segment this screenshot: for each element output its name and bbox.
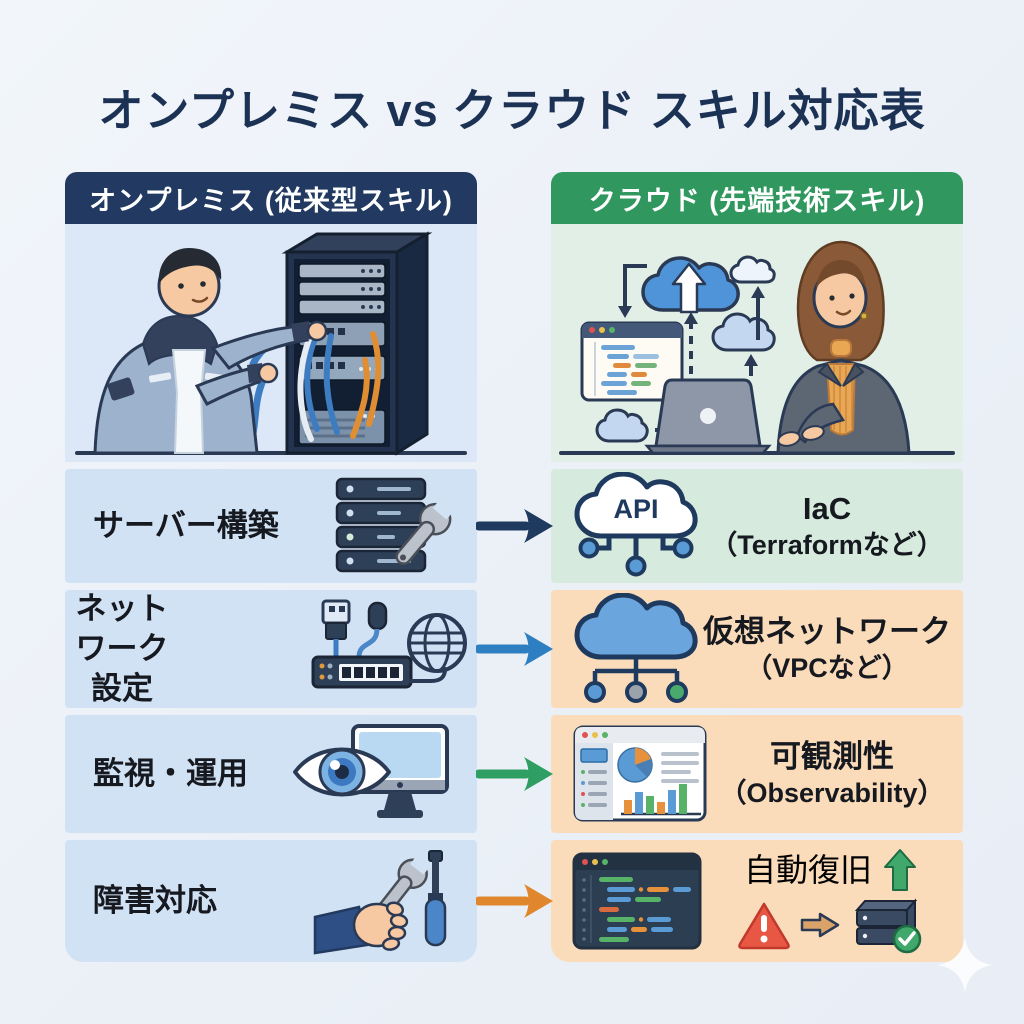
- woman-laptop-cloud-illustration: [559, 240, 955, 455]
- code-window-icon: [580, 321, 684, 402]
- hand: [352, 901, 409, 951]
- cloud-skill-name: IaC: [802, 490, 852, 526]
- woman-figure: [776, 240, 911, 455]
- server-check-icon: [854, 898, 922, 954]
- cloud-skill-detail: （VPCなど）: [745, 652, 909, 683]
- page-title: オンプレミス vs クラウド スキル対応表: [98, 85, 926, 136]
- row-network-right: 仮想ネットワーク （VPCなど）: [551, 590, 963, 708]
- row-monitoring-right: 可観測性 （Observability）: [551, 715, 963, 833]
- row-value: IaC （Terraformなど）: [701, 490, 963, 563]
- small-cloud-icon: [711, 312, 776, 352]
- mapping-arrow-1: [476, 509, 553, 543]
- server-stack-wrench-icon: [335, 477, 457, 573]
- usb-switch-globe-icon: [311, 599, 467, 689]
- wrench-icon: [395, 496, 457, 565]
- cloud-skill-detail: （Observability）: [719, 777, 945, 808]
- onprem-column-header: オンプレミス (従来型スキル): [65, 172, 477, 224]
- mapping-arrow-4: [476, 884, 553, 918]
- row-incident-left: 障害対応: [65, 840, 477, 962]
- row-incident-right: 自動復旧: [551, 840, 963, 962]
- api-label: API: [613, 494, 658, 524]
- monitor-icon: [351, 724, 449, 818]
- engineer-figure: [93, 248, 328, 455]
- code-editor-icon: [572, 852, 702, 950]
- api-cloud-icon: API: [574, 472, 698, 577]
- cloud-skill-name: 可観測性: [770, 738, 894, 774]
- row-label: 障害対応: [93, 882, 217, 918]
- cloud-skill-detail: （Terraformなど）: [710, 529, 944, 560]
- row-label: サーバー構築: [93, 507, 279, 543]
- auto-recovery-block: 自動復旧: [703, 848, 963, 954]
- usb-c-plug-icon: [356, 601, 388, 658]
- row-label: ネットワーク 設定: [75, 590, 169, 707]
- cloud-column-header: クラウド (先端技術スキル): [551, 172, 963, 224]
- small-outline-cloud-icon: [729, 255, 776, 284]
- cloud-skill-name: 仮想ネットワーク: [703, 613, 951, 649]
- flow-arrows: [618, 264, 765, 376]
- cloud-network-icon: [574, 593, 698, 703]
- pie-chart-icon: [617, 747, 653, 783]
- cloud-skill-name: 自動復旧: [743, 852, 872, 888]
- row-monitoring-left: 監視・運用: [65, 715, 477, 833]
- bar-chart-icon: [621, 784, 701, 816]
- onprem-illustration: [65, 224, 477, 462]
- green-up-arrow-icon: [884, 849, 916, 891]
- mapping-arrow-3: [476, 757, 553, 791]
- laptop-icon: [644, 378, 772, 455]
- row-server-build-right: API IaC （Terraformなど）: [551, 469, 963, 583]
- mapping-arrow-2: [476, 632, 553, 666]
- cloud-illustration: [551, 224, 963, 462]
- row-label: 監視・運用: [93, 755, 248, 791]
- usb-plug-icon: [321, 599, 351, 657]
- row-server-build-left: サーバー構築: [65, 469, 477, 583]
- row-value: 可観測性 （Observability）: [711, 738, 963, 811]
- hand-wrench-screwdriver-icon: [313, 850, 447, 955]
- eye-monitor-icon: [293, 724, 449, 818]
- screwdriver-icon: [424, 850, 447, 947]
- sparkle-icon: [937, 937, 993, 993]
- dashboard-charts-icon: [573, 725, 707, 822]
- recovery-arrow-icon: [800, 912, 840, 938]
- cloud-upload-icon: [641, 256, 740, 314]
- row-value: 仮想ネットワーク （VPCなど）: [701, 613, 963, 686]
- engineer-server-rack-illustration: [75, 231, 467, 456]
- network-switch-icon: [311, 655, 413, 689]
- globe-icon: [407, 613, 467, 683]
- eye-icon: [293, 747, 391, 797]
- row-network-left: ネットワーク 設定: [65, 590, 477, 708]
- warning-triangle-icon: [738, 902, 790, 950]
- small-cloud-icon-2: [595, 408, 649, 443]
